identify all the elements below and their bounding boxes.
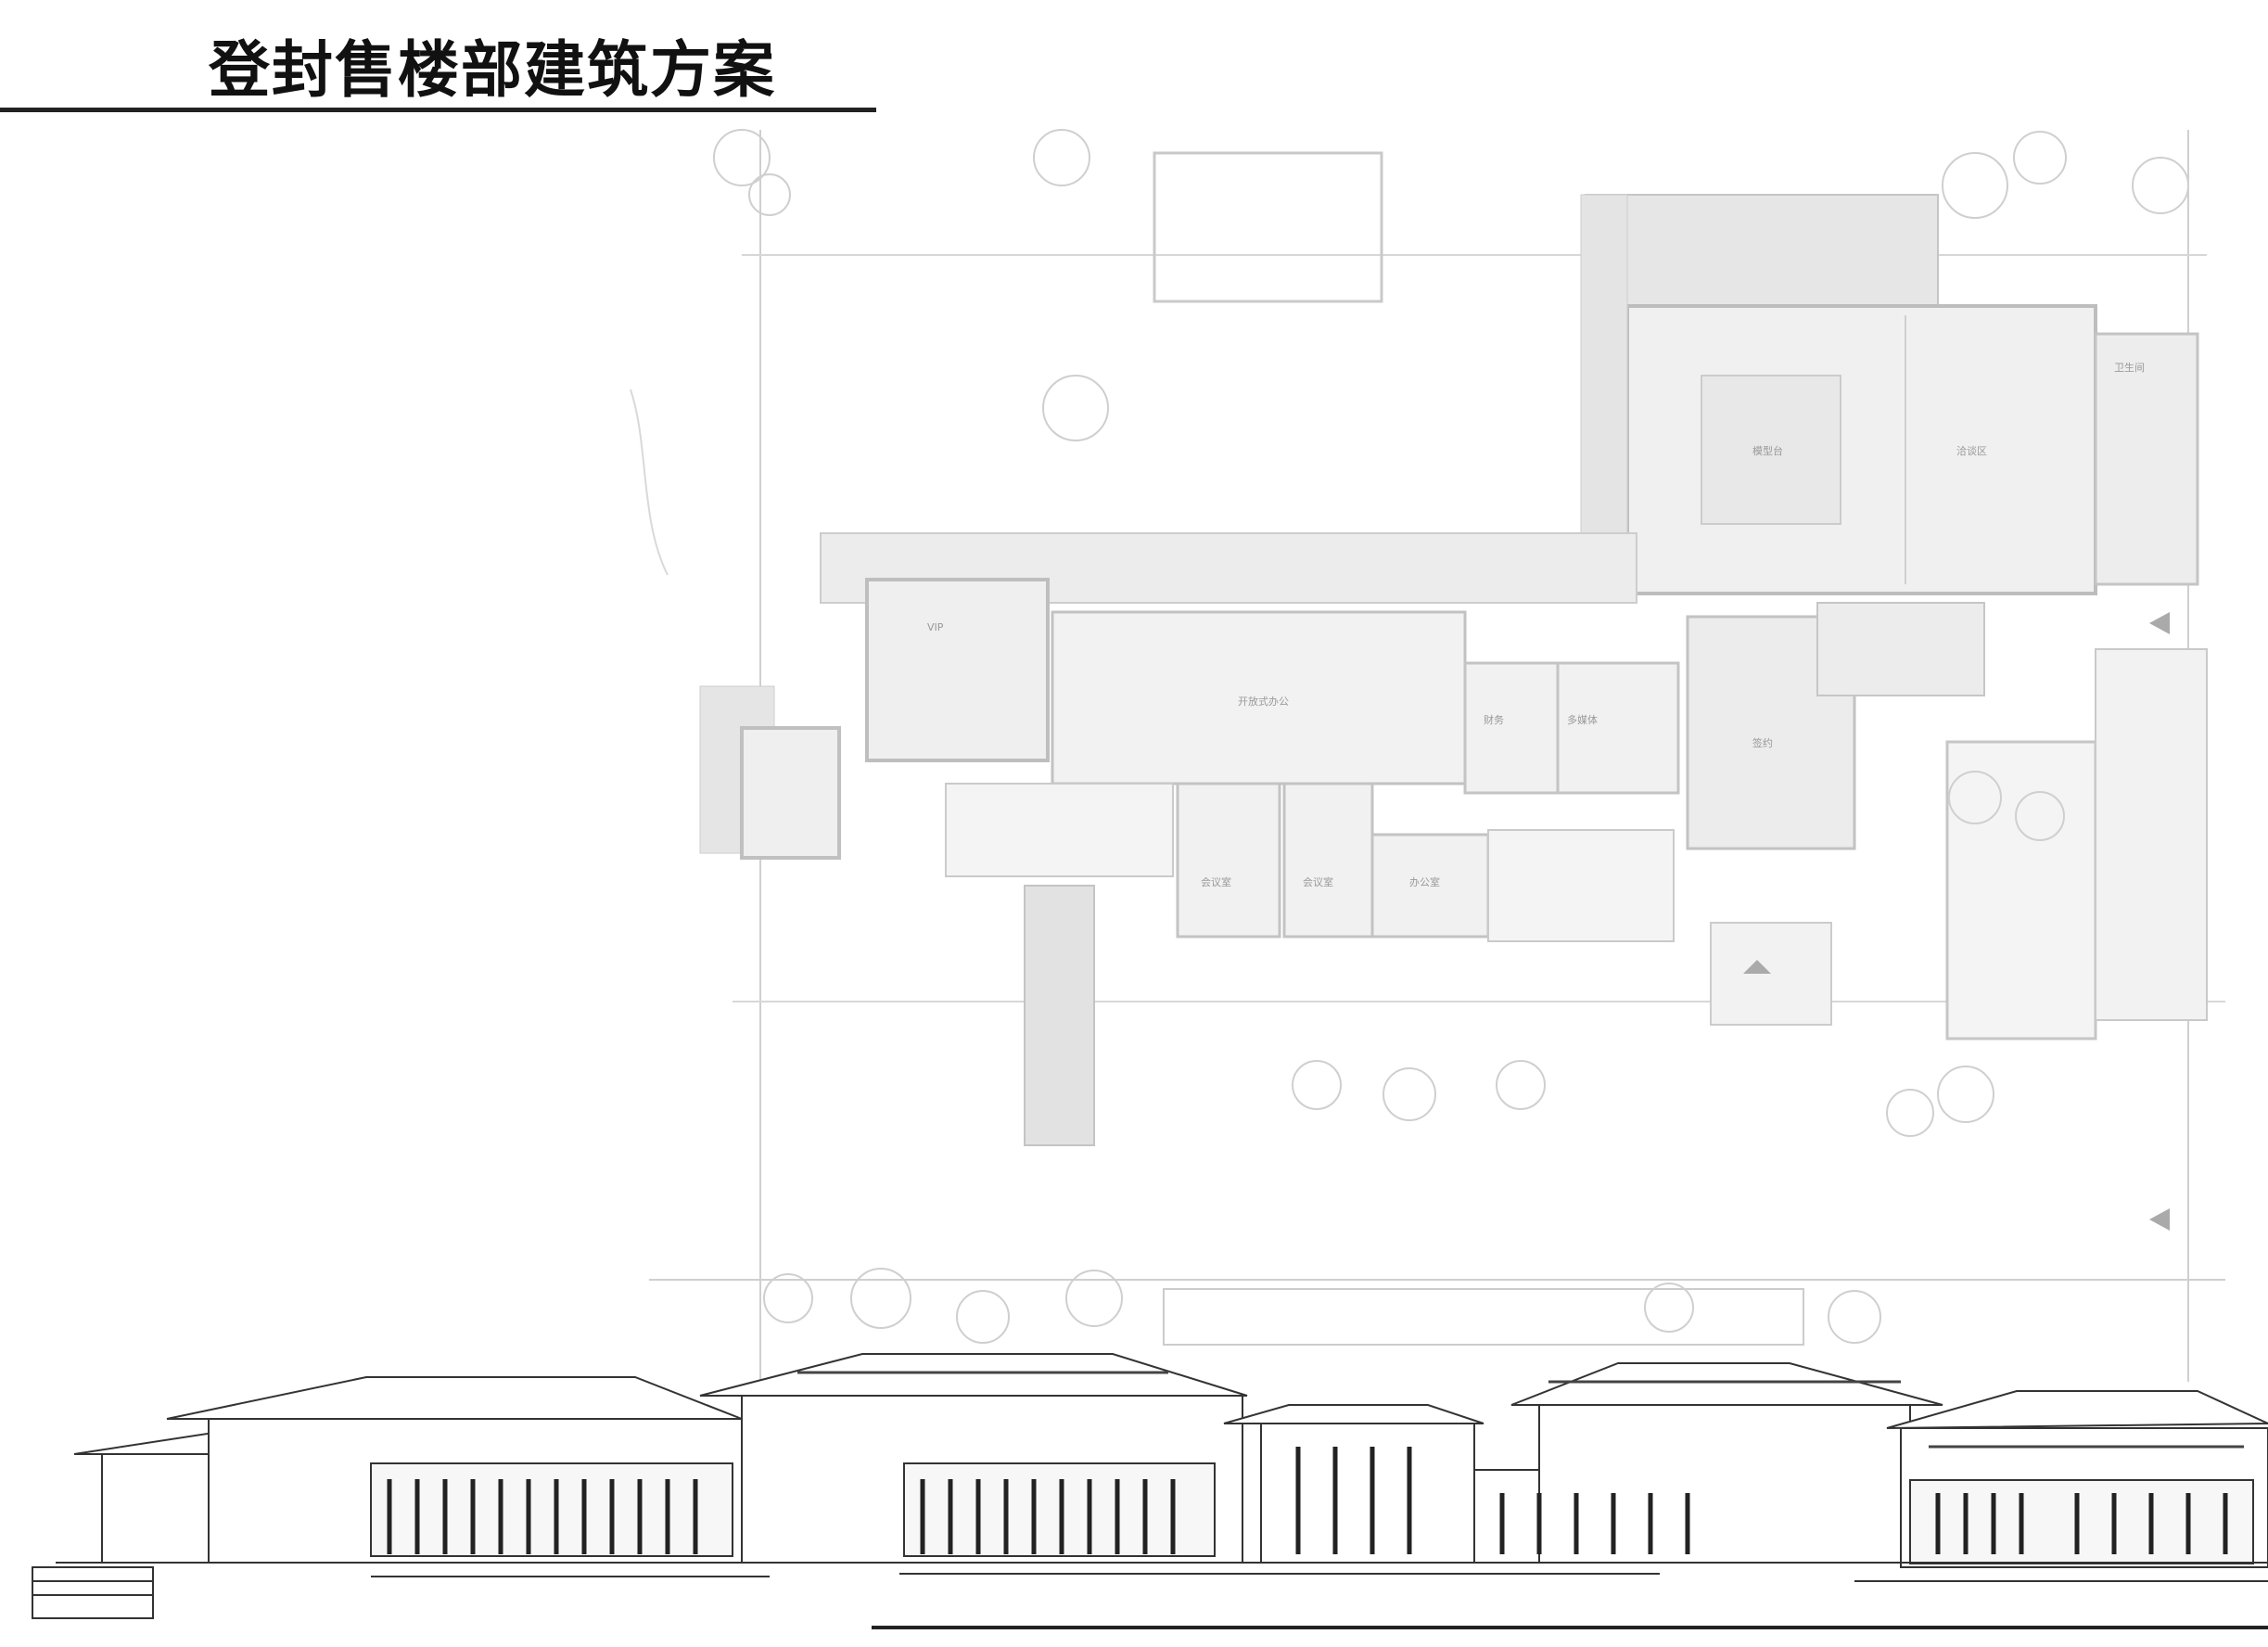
room-label-office: 开放式办公 — [1238, 695, 1289, 708]
room-label-negotiation: 洽谈区 — [1956, 445, 1987, 457]
room-label-meeting-1: 会议室 — [1201, 875, 1231, 888]
room-label-meeting-2: 会议室 — [1303, 875, 1333, 888]
title-underline — [0, 108, 876, 112]
room-label-wc: 卫生间 — [2114, 361, 2145, 374]
room-label-finance: 财务 — [1484, 713, 1504, 726]
entrance-triangle-icon — [1743, 960, 1771, 974]
room-label-model: 模型台 — [1752, 444, 1783, 457]
room-label-office-2: 办公室 — [1409, 875, 1440, 888]
room-label-media: 多媒体 — [1567, 713, 1598, 726]
page-title: 登封售楼部建筑方案 — [209, 34, 776, 106]
room-label-vip: VIP — [927, 621, 944, 633]
bottom-rule — [872, 1626, 2268, 1629]
room-label-sign: 签约 — [1752, 736, 1773, 749]
